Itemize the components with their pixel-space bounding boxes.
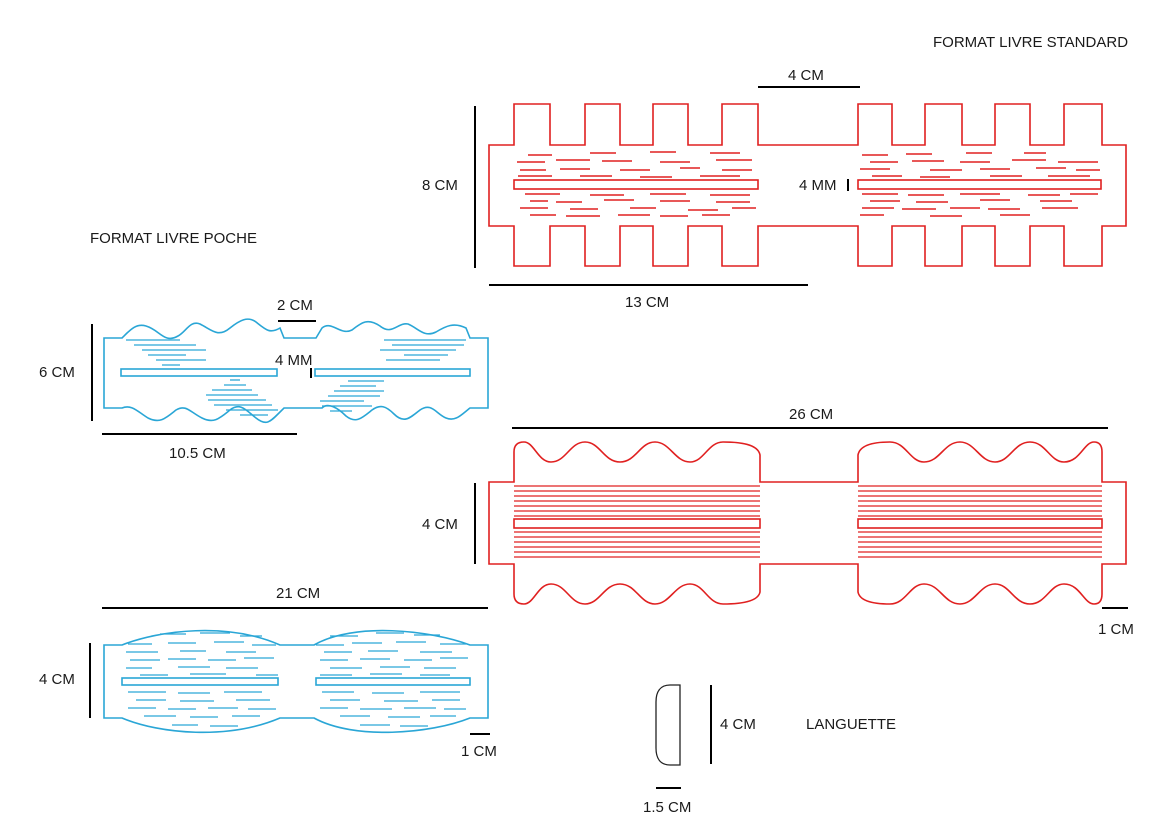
standard-cross-piece [488, 103, 1127, 267]
poche-right-slot [314, 368, 471, 377]
standard-wavy-right-slot [857, 518, 1103, 529]
poche-wavy-text-lines [126, 339, 466, 416]
poche-lens-outline [103, 629, 489, 734]
poche-lens-left-slot [121, 677, 279, 686]
dimension-label-4cm: 4 CM [788, 67, 824, 84]
poche-lens-dimensions: 21 CM 4 CM 1 CM [39, 585, 497, 760]
languette-title: LANGUETTE [806, 716, 896, 733]
dimension-label-21cm: 21 CM [276, 585, 320, 602]
dimension-label-1cm-standard: 1 CM [1098, 621, 1134, 638]
dimension-label-4mm: 4 MM [799, 177, 837, 194]
dimension-label-4cm-poche-lens: 4 CM [39, 671, 75, 688]
dimension-label-8cm: 8 CM [422, 177, 458, 194]
poche-lens-piece [103, 629, 489, 734]
standard-format-title: FORMAT LIVRE STANDARD [933, 34, 1128, 51]
standard-wavy-dimensions: 26 CM 4 CM 1 CM [422, 406, 1134, 638]
standard-wavy-text-lines [514, 485, 1102, 558]
languette-piece: 4 CM 1.5 CM [643, 684, 756, 816]
poche-lens-text-lines [126, 632, 468, 727]
dimension-label-tab-4cm: 4 CM [720, 716, 756, 733]
dimension-label-4mm-poche: 4 MM [275, 352, 313, 369]
standard-right-slot [857, 179, 1102, 190]
poche-wavy-piece [103, 318, 489, 424]
standard-wavy-outline [488, 441, 1127, 605]
dimension-label-1-5cm: 1.5 CM [643, 799, 691, 816]
standard-cross-dimensions: 4 CM 8 CM 4 MM 13 CM [422, 67, 860, 311]
poche-format-title: FORMAT LIVRE POCHE [90, 230, 257, 247]
poche-wavy-dimensions: 2 CM 4 MM 6 CM 10.5 CM [39, 297, 316, 462]
poche-left-slot [120, 368, 278, 377]
dimension-label-2cm: 2 CM [277, 297, 313, 314]
standard-cross-outline [488, 103, 1127, 267]
standard-left-slot [513, 179, 759, 190]
poche-wavy-outline [103, 318, 489, 424]
standard-wavy-left-slot [513, 518, 761, 529]
standard-wavy-piece [488, 441, 1127, 605]
poche-lens-right-slot [315, 677, 471, 686]
dimension-label-1cm-poche: 1 CM [461, 743, 497, 760]
languette-outline [655, 684, 681, 766]
dimension-label-6cm: 6 CM [39, 364, 75, 381]
standard-cross-text-lines [517, 151, 1100, 217]
dimension-label-4cm-standard-wavy: 4 CM [422, 516, 458, 533]
dimension-label-26cm: 26 CM [789, 406, 833, 423]
dimension-label-13cm: 13 CM [625, 294, 669, 311]
dimension-label-10-5cm: 10.5 CM [169, 445, 226, 462]
